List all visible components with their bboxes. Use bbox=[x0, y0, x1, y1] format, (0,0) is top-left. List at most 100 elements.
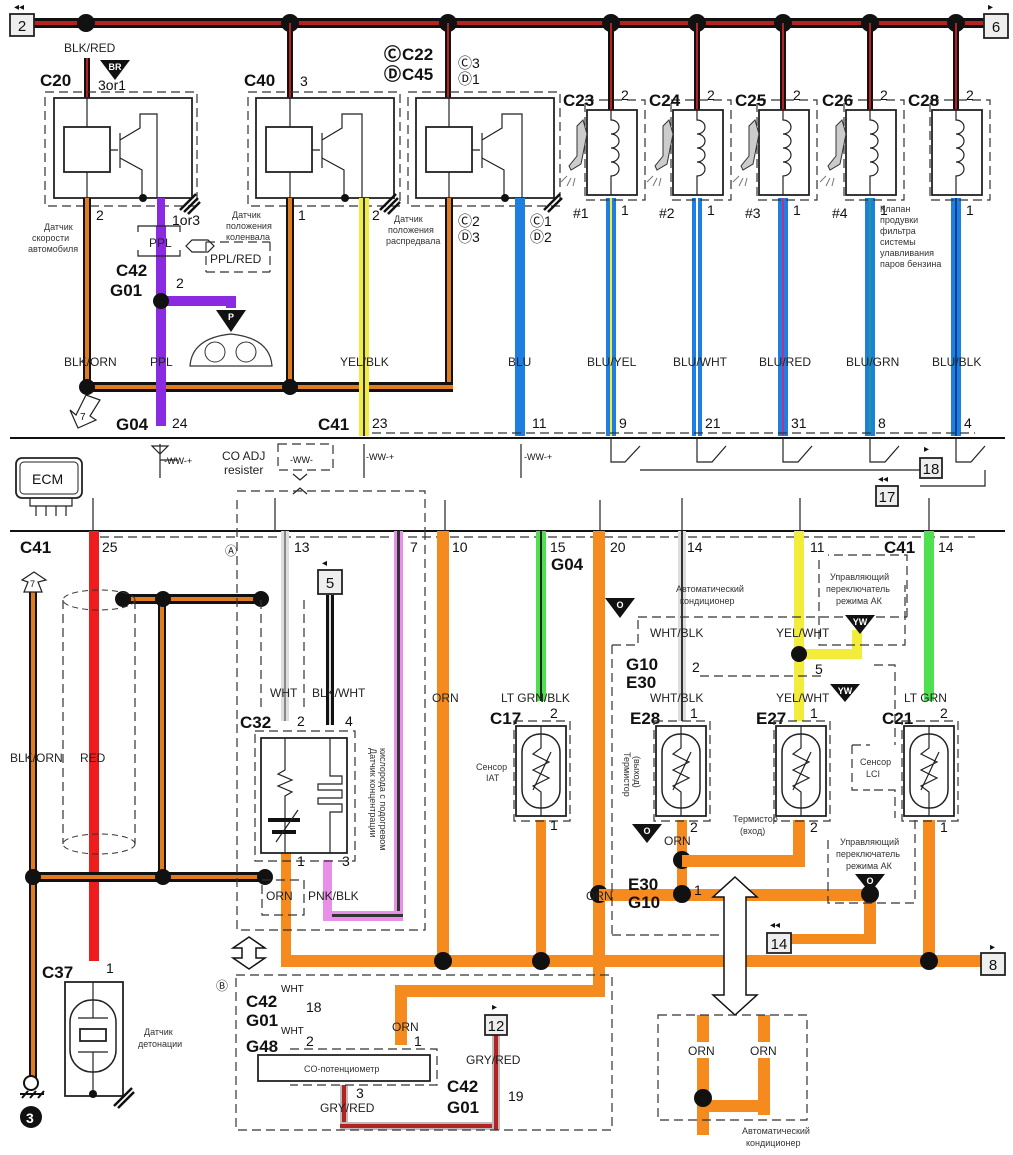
ground-icon bbox=[179, 193, 201, 215]
ref-arrow-7[interactable]: 7 bbox=[69, 394, 101, 429]
svg-text:C20: C20 bbox=[40, 71, 71, 90]
svg-text:O: O bbox=[616, 600, 623, 610]
svg-text:-WW-+: -WW-+ bbox=[164, 456, 192, 466]
wire-label: WHT bbox=[270, 686, 298, 700]
svg-text:C37: C37 bbox=[42, 963, 73, 982]
svg-text:G04: G04 bbox=[551, 555, 584, 574]
svg-text:LCI: LCI bbox=[866, 769, 880, 779]
svg-text:E30: E30 bbox=[628, 875, 658, 894]
coil-icon bbox=[955, 110, 965, 195]
svg-text:14: 14 bbox=[938, 539, 954, 555]
svg-text:Управляющий: Управляющий bbox=[840, 837, 899, 847]
svg-text:2: 2 bbox=[793, 87, 801, 103]
sensor-c40[interactable]: C40 3 1 2 Датчик положения коленвала bbox=[226, 71, 401, 242]
ref-box-6[interactable]: ▸ 6 bbox=[983, 2, 1009, 39]
ref-arrow-7-lower[interactable]: 7 bbox=[20, 571, 48, 593]
ref-box-18[interactable]: ▸ 18 bbox=[919, 444, 943, 479]
svg-text:Автоматический: Автоматический bbox=[676, 584, 744, 594]
svg-text:G01: G01 bbox=[246, 1011, 278, 1030]
svg-text:4: 4 bbox=[345, 713, 353, 729]
badge-o-e28: O bbox=[632, 824, 662, 843]
svg-text:G48: G48 bbox=[246, 1037, 278, 1056]
sensor-c22-c45[interactable]: Ⓒ C22 Ⓓ C45 Ⓒ3 Ⓓ1 Ⓒ2 Ⓓ3 Ⓒ1 Ⓓ2 Датчик пол… bbox=[384, 44, 563, 246]
ref-box-17[interactable]: ◂◂ 17 bbox=[875, 474, 899, 507]
svg-text:PPL: PPL bbox=[149, 236, 172, 250]
svg-text:Сенсор: Сенсор bbox=[476, 762, 507, 772]
ecm-block[interactable]: ECM bbox=[15, 457, 83, 516]
svg-text:#4: #4 bbox=[832, 205, 848, 221]
svg-text:2: 2 bbox=[692, 659, 700, 675]
svg-text:23: 23 bbox=[372, 415, 388, 431]
svg-text:3: 3 bbox=[26, 1110, 34, 1126]
svg-text:Термистор: Термистор bbox=[622, 752, 632, 797]
svg-text:3: 3 bbox=[300, 73, 308, 89]
svg-text:#1: #1 bbox=[573, 205, 589, 221]
svg-text:21: 21 bbox=[705, 415, 721, 431]
svg-text:5: 5 bbox=[815, 661, 823, 677]
svg-text:распредвала: распредвала bbox=[386, 236, 440, 246]
svg-text:(вход): (вход) bbox=[740, 826, 765, 836]
svg-text:переключатель: переключатель bbox=[836, 849, 900, 859]
wire-label: GRY/RED bbox=[466, 1053, 521, 1067]
ref-box-2[interactable]: ◂◂ 2 bbox=[9, 2, 35, 37]
ref-box-8[interactable]: ▸ 8 bbox=[980, 942, 1006, 976]
arrow-left-icon: ◂◂ bbox=[878, 474, 888, 485]
svg-text:15: 15 bbox=[550, 539, 566, 555]
ground-icon bbox=[20, 1090, 45, 1099]
ref-box-14[interactable]: ◂◂ 14 bbox=[766, 920, 792, 954]
svg-text:1: 1 bbox=[793, 202, 801, 218]
svg-text:C42: C42 bbox=[447, 1077, 478, 1096]
wire-label: ORN bbox=[664, 834, 691, 848]
svg-text:G10: G10 bbox=[626, 655, 658, 674]
wire-label: YEL/BLK bbox=[340, 355, 389, 369]
knock-sensor-c37[interactable]: C37 1 Датчик детонации bbox=[42, 960, 182, 1109]
svg-text:Датчик: Датчик bbox=[394, 214, 423, 224]
wire-label: GRY/RED bbox=[320, 1101, 375, 1115]
svg-text:скорости: скорости bbox=[32, 233, 69, 243]
ref-box-12[interactable]: ▸ 12 bbox=[484, 1002, 508, 1036]
svg-text:BR: BR bbox=[109, 62, 122, 72]
svg-text:2: 2 bbox=[621, 87, 629, 103]
co-potentiometer[interactable]: CO-потенциометр bbox=[257, 1054, 431, 1082]
svg-text:Датчик: Датчик bbox=[232, 210, 261, 220]
thermistor-e27[interactable]: E27 1 2 Термистор (вход) bbox=[733, 705, 831, 836]
lci-sensor-c21[interactable]: C21 2 1 Сенсор LCI bbox=[851, 664, 959, 835]
wire-label: PNK/BLK bbox=[308, 889, 359, 903]
svg-text:11: 11 bbox=[810, 539, 825, 555]
fuel-spray-icon bbox=[560, 175, 576, 187]
wire-label: RED bbox=[80, 751, 106, 765]
svg-text:O: O bbox=[866, 876, 873, 886]
upper-wires bbox=[79, 198, 525, 436]
instrument-cluster[interactable]: P bbox=[189, 310, 273, 367]
wire-label: ORN bbox=[586, 889, 613, 903]
svg-text:продувки: продувки bbox=[880, 215, 918, 225]
svg-text:8: 8 bbox=[989, 957, 997, 974]
wire-label: PPL bbox=[150, 355, 173, 369]
oxygen-sensor-c32[interactable]: C32 2 4 1 3 Датчик концентрации кислород… bbox=[240, 713, 388, 869]
svg-text:IAT: IAT bbox=[486, 773, 500, 783]
svg-text:Ⓒ3: Ⓒ3 bbox=[458, 55, 480, 71]
arrow-left-icon: ◂◂ bbox=[14, 2, 24, 13]
svg-text:ORN: ORN bbox=[750, 1044, 777, 1058]
svg-text:3: 3 bbox=[356, 1085, 364, 1101]
svg-text:2: 2 bbox=[96, 207, 104, 223]
svg-text:6: 6 bbox=[992, 19, 1000, 36]
svg-text:2: 2 bbox=[940, 705, 948, 721]
svg-text:автомобиля: автомобиля bbox=[28, 244, 78, 254]
svg-text:2: 2 bbox=[306, 1033, 314, 1049]
thermistor-e28[interactable]: E28 1 2 Термистор (выход) bbox=[622, 705, 711, 835]
svg-text:O: O bbox=[643, 826, 650, 836]
svg-text:-WW-+: -WW-+ bbox=[524, 452, 552, 462]
svg-text:Ⓒ1: Ⓒ1 bbox=[530, 213, 552, 229]
ref-box-5[interactable]: ◂ 5 bbox=[317, 558, 343, 595]
iat-sensor-c17[interactable]: C17 2 1 Сенсор IAT bbox=[476, 705, 571, 833]
svg-text:C40: C40 bbox=[244, 71, 275, 90]
svg-text:17: 17 bbox=[879, 489, 896, 506]
sensor-c20[interactable]: C20 3or1 BR 2 1or3 Датчик скорости автом… bbox=[28, 60, 201, 254]
